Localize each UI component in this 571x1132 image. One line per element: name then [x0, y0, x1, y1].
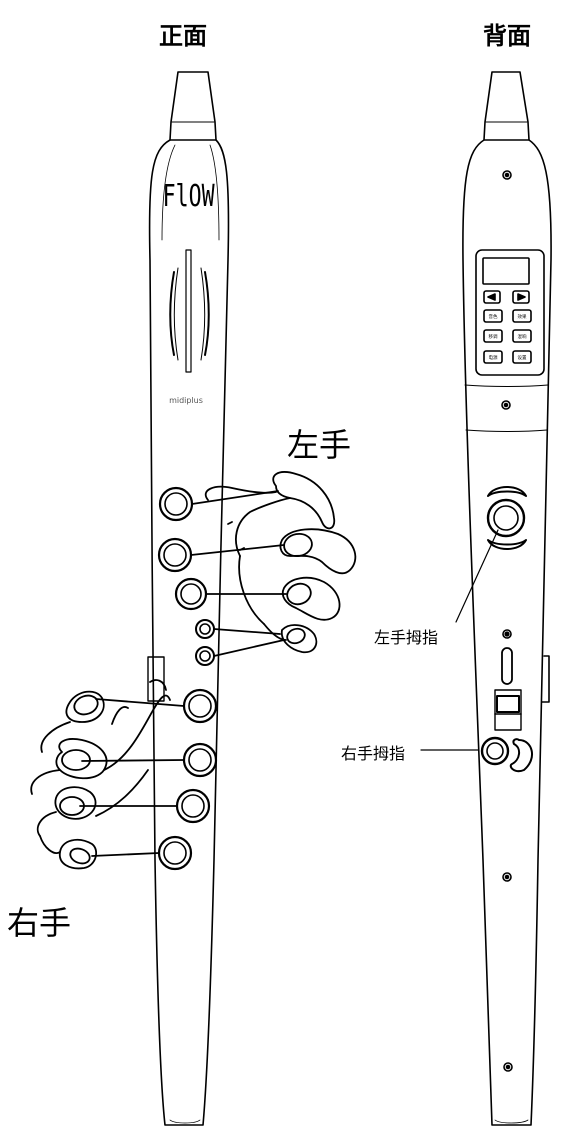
right-hand-illustration — [30, 679, 185, 870]
panel-button-2: 效果 — [518, 313, 527, 320]
front-mouthpiece — [169, 71, 217, 141]
front-view-title: 正面 — [159, 22, 207, 50]
brand-maker: midiplus — [169, 396, 203, 405]
back-mouthpiece — [483, 71, 530, 141]
panel-button-labels: 音色 效果 移调 混响 电源 设置 — [489, 313, 527, 361]
front-side-switch — [147, 656, 165, 702]
back-slot — [501, 647, 513, 685]
back-body — [462, 139, 552, 1126]
panel-button-5: 电源 — [489, 354, 498, 361]
back-view: 音色 效果 移调 混响 电源 设置 — [420, 71, 552, 1126]
panel-button-4: 混响 — [518, 333, 527, 340]
front-speaker-grille — [169, 249, 210, 373]
back-slider-switch — [494, 689, 522, 731]
brand-logo: FlOW — [163, 180, 215, 214]
control-panel — [475, 249, 545, 376]
left-hand-label: 左手 — [287, 426, 352, 464]
panel-button-3: 移调 — [489, 333, 498, 340]
front-body — [148, 139, 230, 1126]
front-tone-holes — [157, 486, 218, 871]
panel-button-6: 设置 — [518, 354, 527, 361]
left-hand-illustration — [190, 471, 357, 657]
right-thumb-hole — [480, 736, 533, 773]
right-thumb-label: 右手拇指 — [341, 744, 406, 763]
back-view-title: 背面 — [483, 22, 531, 50]
right-hand-label: 右手 — [7, 904, 72, 942]
left-thumb-hole — [486, 486, 527, 550]
panel-button-1: 音色 — [489, 313, 498, 320]
left-thumb-label: 左手拇指 — [374, 628, 439, 647]
front-view: FlOW midiplus — [30, 71, 357, 1126]
back-screws — [501, 170, 513, 1072]
left-thumb-callout-line — [455, 529, 499, 623]
